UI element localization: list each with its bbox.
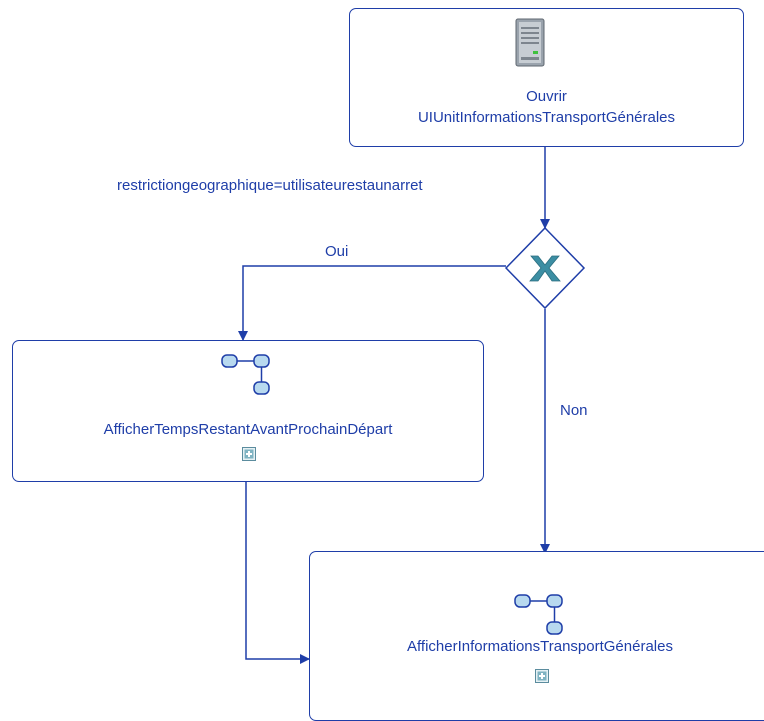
server-icon [515, 18, 545, 67]
subprocess-icon [514, 594, 563, 635]
edge-remaining-to-general[interactable] [245, 482, 310, 664]
exclusive-gateway[interactable] [504, 226, 586, 310]
no-label: Non [560, 402, 588, 419]
subprocess-label: AfficherInformationsTransportGénérales [407, 638, 673, 655]
exclusive-gateway-x-icon [529, 255, 561, 282]
subprocess-icon [221, 354, 270, 395]
edge-yes-branch[interactable] [238, 265, 506, 341]
task-label-line2: UIUnitInformationsTransportGénérales [417, 109, 676, 126]
flow-connectors [238, 147, 586, 664]
plus-square-icon[interactable] [242, 447, 256, 461]
task-label-line1: Ouvrir [526, 88, 567, 105]
open-ui-unit-task[interactable]: Ouvrir UIUnitInformationsTransportGénéra… [349, 8, 744, 147]
subprocess-label: AfficherTempsRestantAvantProchainDépart [103, 421, 393, 438]
condition-label: restrictiongeographique=utilisateurestau… [117, 177, 423, 194]
subprocess-general-info[interactable]: AfficherInformationsTransportGénérales [309, 551, 764, 721]
plus-square-icon[interactable] [535, 669, 549, 683]
yes-label: Oui [325, 243, 349, 260]
subprocess-remaining-time[interactable]: AfficherTempsRestantAvantProchainDépart [12, 340, 484, 482]
